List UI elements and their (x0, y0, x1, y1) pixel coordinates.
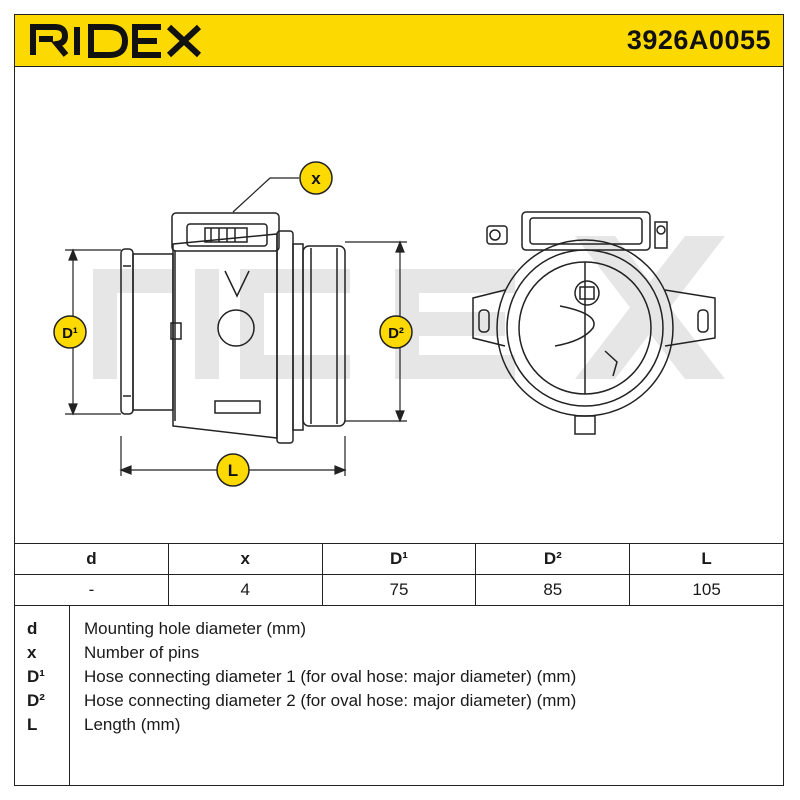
specs-header-row: d x D¹ D² L (14, 543, 784, 575)
legend-item: x Number of pins (15, 643, 785, 667)
specs-value-cell: 85 (475, 574, 631, 606)
specs-header-cell: L (629, 543, 784, 575)
legend-symbol: L (27, 715, 38, 734)
legend-description: Hose connecting diameter 2 (for oval hos… (84, 691, 577, 710)
legend-box: d Mounting hole diameter (mm) x Number o… (14, 605, 784, 786)
part-number: 3926A0055 (626, 25, 771, 55)
legend-description: Hose connecting diameter 1 (for oval hos… (84, 667, 577, 686)
side-view (120, 177, 346, 444)
callout-d1-label: D¹ (62, 325, 78, 342)
legend-item: d Mounting hole diameter (mm) (15, 619, 785, 643)
callout-x-label: x (311, 169, 321, 188)
ridex-watermark (93, 236, 725, 379)
legend-symbol: d (27, 619, 38, 638)
callout-x: x (299, 161, 333, 195)
technical-drawing: x D¹ D² L (14, 66, 784, 544)
front-view (472, 211, 716, 435)
callout-d1: D¹ (53, 315, 87, 349)
callout-d2: D² (379, 315, 413, 349)
callout-d2-label: D² (388, 325, 404, 342)
legend-item: L Length (mm) (15, 715, 785, 739)
specs-value-cell: 75 (321, 574, 477, 606)
specs-header-cell: D² (475, 543, 631, 575)
header-bar: 3926A0055 (14, 14, 784, 67)
legend-description: Mounting hole diameter (mm) (84, 619, 307, 638)
legend-symbol: x (27, 643, 37, 662)
ridex-logo (30, 24, 202, 58)
legend-item: D² Hose connecting diameter 2 (for oval … (15, 691, 785, 715)
specs-header-cell: x (167, 543, 323, 575)
legend-symbol: D¹ (27, 667, 45, 686)
specs-header-cell: d (14, 543, 169, 575)
specs-value-cell: 105 (629, 574, 784, 606)
legend-description: Number of pins (84, 643, 200, 662)
legend-item: D¹ Hose connecting diameter 1 (for oval … (15, 667, 785, 691)
specs-header-cell: D¹ (321, 543, 477, 575)
sensor-drawing: x D¹ D² L (53, 161, 725, 487)
specs-table: d x D¹ D² L - 4 75 85 105 (14, 543, 784, 606)
legend-symbol: D² (27, 691, 45, 710)
callout-l: L (216, 453, 250, 487)
legend-divider (69, 605, 70, 785)
specs-value-cell: 4 (167, 574, 323, 606)
legend-description: Length (mm) (84, 715, 181, 734)
callout-l-label: L (228, 461, 238, 480)
specs-value-row: - 4 75 85 105 (14, 574, 784, 606)
specs-value-cell: - (14, 574, 169, 606)
